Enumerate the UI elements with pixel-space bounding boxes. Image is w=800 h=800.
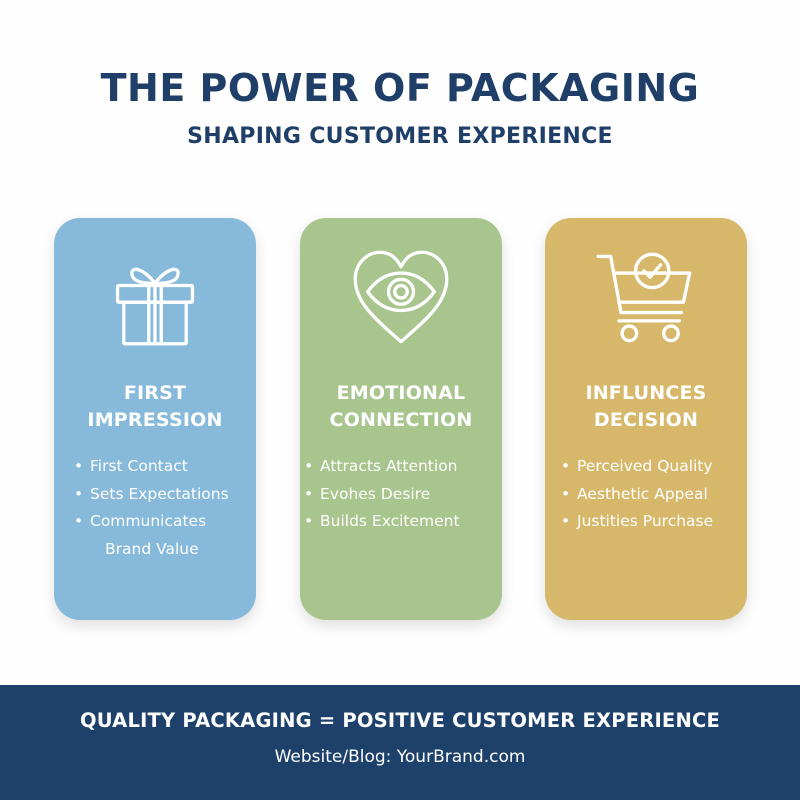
list-item-text: Sets Expectations <box>90 484 229 503</box>
list-item-text: Justities Purchase <box>577 512 714 530</box>
bullet-icon: • <box>74 484 84 503</box>
list-item-continuation: Brand Value <box>105 539 199 558</box>
card-title: EMOTIONAL CONNECTION <box>300 380 502 434</box>
footer-tagline: QUALITY PACKAGING = POSITIVE CUSTOMER EX… <box>79 709 721 732</box>
card-title-line: DECISION <box>593 409 699 431</box>
list-item: • Perceived Quality <box>545 453 747 481</box>
list-item: • Sets Expectations <box>54 481 256 509</box>
heart-eye-icon <box>300 246 502 346</box>
list-item-text: Aesthetic Appeal <box>577 484 708 503</box>
card-title: FIRST IMPRESSION <box>54 380 256 434</box>
bullet-icon: • <box>561 512 571 530</box>
list-item: • First Contact <box>54 453 256 481</box>
page-title: THE POWER OF PACKAGING <box>100 66 700 110</box>
card-title-line: IMPRESSION <box>87 409 223 431</box>
list-item: • Attracts Attention <box>300 453 502 481</box>
list-item-text: Perceived Quality <box>577 457 713 475</box>
list-item: • Builds Excitement <box>300 508 502 536</box>
list-item-text: Attracts Attention <box>320 457 458 475</box>
card-title-line: FIRST <box>123 382 187 404</box>
card-influences-decision: INFLUNCES DECISION • Perceived Quality • A… <box>545 218 747 620</box>
list-item-text: First Contact <box>90 457 188 475</box>
bullet-icon: • <box>561 484 571 503</box>
footer-banner: QUALITY PACKAGING = POSITIVE CUSTOMER EX… <box>0 685 800 800</box>
card-title-line: EMOTIONAL <box>336 382 466 404</box>
list-item: • Aesthetic Appeal <box>545 481 747 509</box>
bullet-icon: • <box>304 484 314 503</box>
card-first-impression: FIRST IMPRESSION • First Contact • Sets Ex… <box>54 218 256 620</box>
card-title: INFLUNCES DECISION <box>545 380 747 434</box>
list-item: • Evohes Desire <box>300 481 502 509</box>
card-list: • Perceived Quality • Aesthetic Appeal • Ju… <box>545 453 747 536</box>
list-item: • Justities Purchase <box>545 508 747 536</box>
card-title-line: INFLUNCES <box>585 382 707 404</box>
list-item-text: Builds Excitement <box>320 512 460 530</box>
bullet-icon: • <box>304 512 314 530</box>
card-list: • Attracts Attention • Evohes Desire • Buil… <box>300 453 502 536</box>
card-list: • First Contact • Sets Expectations • Commu… <box>54 453 256 563</box>
bullet-icon: • <box>561 457 571 475</box>
card-title-line: CONNECTION <box>329 409 473 431</box>
gift-box-icon <box>54 246 256 346</box>
list-item-text: Evohes Desire <box>320 484 431 503</box>
footer-website: Website/Blog: YourBrand.com <box>274 747 526 767</box>
list-item-text: Communicates <box>90 512 207 530</box>
shopping-cart-check-icon <box>545 246 747 346</box>
page-subtitle: SHAPING CUSTOMER EXPERIENCE <box>187 124 613 149</box>
bullet-icon: • <box>304 457 314 475</box>
bullet-icon: • <box>74 512 84 530</box>
card-emotional-connection: EMOTIONAL CONNECTION • Attracts Attention… <box>300 218 502 620</box>
bullet-icon: • <box>74 457 84 475</box>
